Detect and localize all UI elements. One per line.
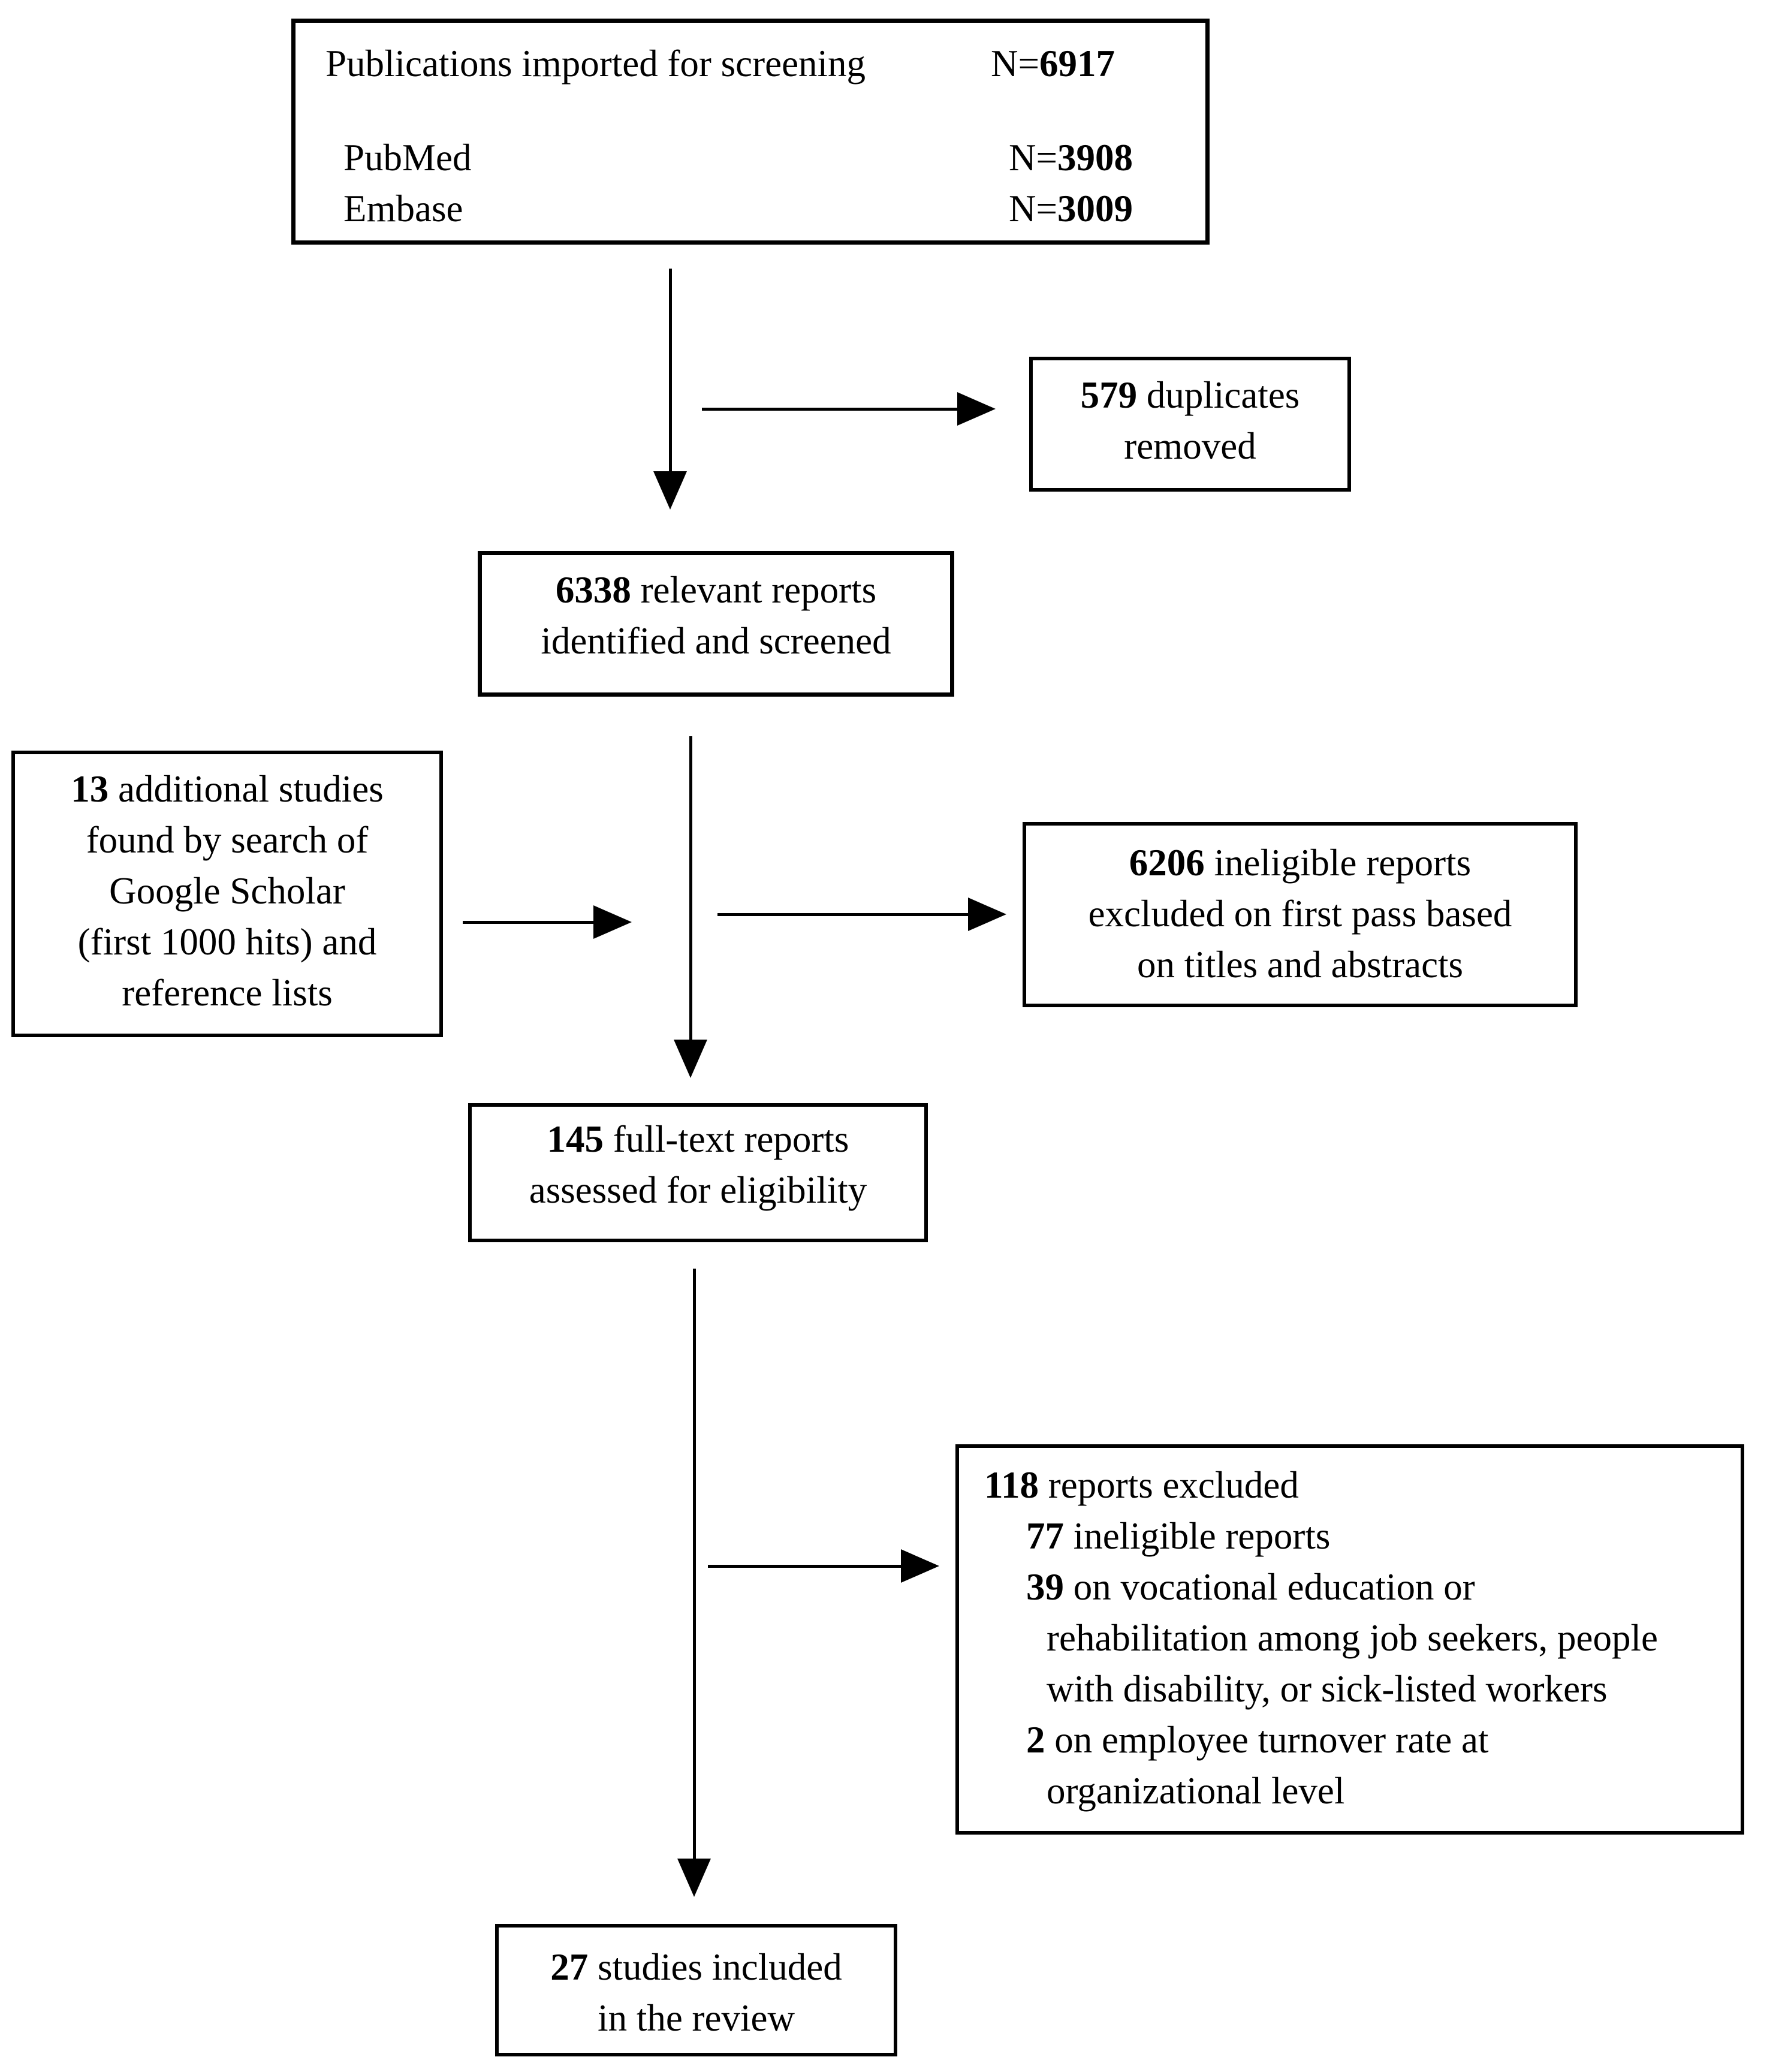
source-pubmed-prefix: N= (1009, 137, 1058, 179)
duplicates-count: 579 (1080, 374, 1138, 416)
excluded-line-vocational-cont2: with disability, or sick-listed workers (1047, 1668, 1608, 1710)
imported-total: N=6917 (991, 38, 1115, 89)
imported-total-count: 6917 (1039, 43, 1115, 85)
duplicates-text: duplicates (1137, 374, 1300, 416)
excluded-line-turnover: 2 on employee turnover rate at (984, 1715, 1729, 1766)
arrow-screened-to-fulltext-head (674, 1040, 707, 1078)
duplicates-line1: 579 duplicates (1033, 370, 1347, 421)
arrow-fulltext-to-included-head (677, 1859, 711, 1897)
source-embase-label: Embase (343, 188, 463, 230)
ineligible-line3: on titles and abstracts (1136, 944, 1464, 986)
box-reports-excluded: 118 reports excluded 77 ineligible repor… (955, 1444, 1744, 1835)
box-studies-included: 27 studies included in the review (495, 1924, 897, 2056)
additional-line2: found by search of (86, 819, 369, 861)
arrow-imported-to-screened-head (653, 471, 687, 510)
excluded-line-vocational-cont1: rehabilitation among job seekers, people (1047, 1617, 1658, 1659)
excluded-vocational-count: 39 (1026, 1566, 1064, 1608)
screened-line2: identified and screened (541, 620, 891, 662)
included-line1: 27 studies included (499, 1942, 894, 1993)
ineligible-count: 6206 (1129, 842, 1205, 884)
additional-line3: Google Scholar (109, 870, 345, 912)
duplicates-line2: removed (1124, 425, 1256, 467)
additional-text: additional studies (108, 768, 384, 810)
box-duplicates-removed: 579 duplicates removed (1029, 357, 1351, 492)
source-embase-count: N=3009 (1009, 183, 1133, 234)
ineligible-line2: excluded on first pass based (1088, 893, 1512, 935)
arrow-imported-to-screened-line (669, 269, 672, 472)
excluded-line-turnover-cont: organizational level (1047, 1770, 1345, 1812)
arrow-to-duplicates-line (702, 408, 958, 411)
ineligible-text: ineligible reports (1204, 842, 1472, 884)
arrow-fulltext-to-included-line (693, 1269, 696, 1860)
fulltext-count: 145 (547, 1118, 604, 1160)
source-embase-n: 3009 (1057, 188, 1133, 230)
fulltext-line1: 145 full-text reports (472, 1114, 924, 1165)
fulltext-line2: assessed for eligibility (529, 1169, 867, 1211)
arrow-to-excluded-line (708, 1565, 902, 1568)
imported-title-row: Publications imported for screening N=69… (325, 38, 1187, 89)
box-fulltext-assessed: 145 full-text reports assessed for eligi… (468, 1103, 928, 1242)
excluded-ineligible-count: 77 (1026, 1515, 1064, 1557)
imported-source-embase-row: Embase N=3009 (343, 183, 1187, 234)
excluded-total-count: 118 (984, 1464, 1039, 1506)
screened-text: relevant reports (631, 569, 877, 611)
screened-count: 6338 (555, 569, 631, 611)
source-pubmed-label: PubMed (343, 137, 472, 179)
box-relevant-reports-screened: 6338 relevant reports identified and scr… (478, 551, 954, 697)
excluded-ineligible-text: ineligible reports (1064, 1515, 1331, 1557)
additional-count: 13 (71, 768, 109, 810)
source-pubmed-n: 3908 (1057, 137, 1133, 179)
excluded-line-vocational: 39 on vocational education or (984, 1562, 1729, 1613)
arrow-additional-to-flow-head (593, 905, 632, 939)
arrow-additional-to-flow-line (463, 921, 595, 924)
imported-title: Publications imported for screening (325, 43, 866, 85)
ineligible-line1: 6206 ineligible reports (1026, 838, 1574, 889)
box-ineligible-reports: 6206 ineligible reports excluded on firs… (1023, 822, 1578, 1007)
arrow-to-excluded-head (901, 1549, 939, 1583)
imported-total-prefix: N= (991, 43, 1040, 85)
arrow-to-ineligible-line (717, 913, 969, 916)
source-embase-prefix: N= (1009, 188, 1058, 230)
arrow-to-ineligible-head (968, 898, 1006, 931)
excluded-vocational-text: on vocational education or (1064, 1566, 1475, 1608)
included-line2: in the review (598, 1997, 795, 2039)
arrow-screened-to-fulltext-line (689, 736, 692, 1041)
excluded-turnover-count: 2 (1026, 1719, 1045, 1761)
box-publications-imported: Publications imported for screening N=69… (291, 19, 1210, 245)
included-text: studies included (588, 1946, 842, 1988)
additional-line5: reference lists (122, 972, 333, 1014)
source-pubmed-count: N=3908 (1009, 132, 1133, 183)
additional-line1: 13 additional studies (15, 764, 439, 815)
excluded-turnover-text: on employee turnover rate at (1045, 1719, 1489, 1761)
box-additional-studies: 13 additional studies found by search of… (11, 751, 443, 1037)
excluded-line-ineligible: 77 ineligible reports (984, 1511, 1729, 1562)
additional-line4: (first 1000 hits) and (77, 921, 377, 963)
screened-line1: 6338 relevant reports (482, 565, 950, 616)
arrow-to-duplicates-head (957, 392, 996, 426)
imported-source-pubmed-row: PubMed N=3908 (343, 132, 1187, 183)
included-count: 27 (550, 1946, 589, 1988)
fulltext-text: full-text reports (604, 1118, 849, 1160)
excluded-line-total: 118 reports excluded (984, 1460, 1729, 1511)
excluded-total-text: reports excluded (1039, 1464, 1299, 1506)
